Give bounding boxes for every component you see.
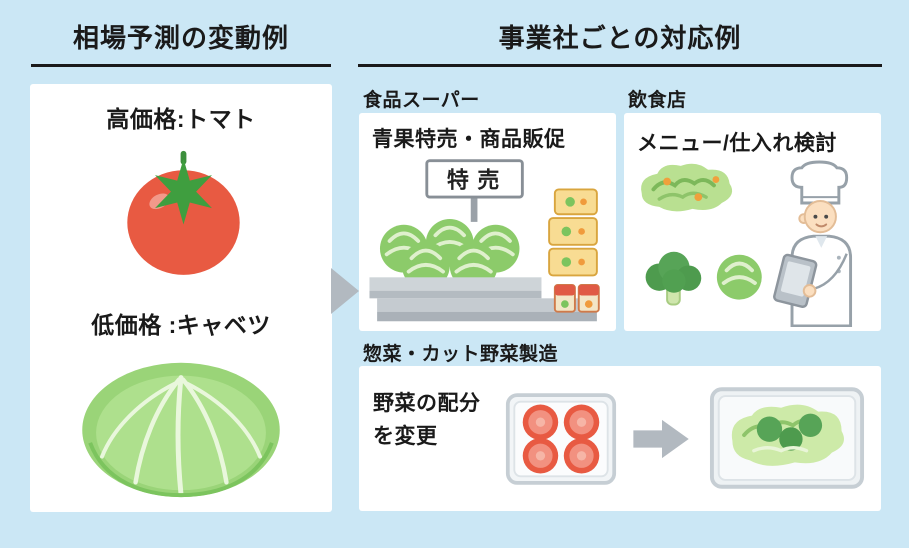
change-arrow-icon — [633, 419, 689, 459]
broccoli-icon — [645, 251, 702, 306]
chef-face — [803, 200, 837, 234]
responses-section-title: 事業社ごとの対応例 — [498, 23, 742, 53]
sale-sign-text: 特売 — [447, 167, 508, 192]
cabbage-leaf-edge-right — [180, 442, 274, 498]
restaurant-caption: メニュー/仕入れ検討 — [637, 132, 837, 155]
product-packs — [553, 284, 600, 313]
forecast-title-underline — [31, 64, 331, 67]
cabbage-veins — [100, 375, 262, 497]
salad-icon — [641, 163, 733, 212]
display-stand — [369, 277, 597, 322]
forecast-panel: 高価格:トマト 低価格 :キャベツ — [30, 84, 332, 512]
broccoli-floret — [779, 427, 803, 451]
restaurant-label: 飲食店 — [628, 90, 687, 111]
low-price-label: 低価格 :キャベツ — [91, 312, 271, 338]
restaurant-card: メニュー/仕入れ検討 — [624, 113, 881, 331]
deli-card: 野菜の配分 を変更 — [359, 366, 881, 511]
cabbage-illustration — [82, 362, 280, 498]
chef-arm — [813, 253, 848, 291]
sale-sign: 特売 — [425, 159, 524, 222]
cabbage-icon — [716, 254, 762, 300]
broccoli-floret — [756, 416, 783, 442]
broccoli-floret — [798, 413, 823, 438]
high-price-label: 高価格:トマト — [106, 106, 256, 132]
tomato-illustration — [127, 150, 240, 275]
salad-pack-dots — [561, 197, 587, 267]
chef-figure — [773, 160, 853, 327]
restaurant-illustration — [641, 160, 853, 327]
tomato-calyx — [155, 158, 212, 225]
salad-packs — [548, 188, 598, 277]
deli-caption: 野菜の配分 を変更 — [373, 392, 481, 448]
flow-arrow-icon — [331, 268, 359, 314]
veggie-tray-illustration — [709, 387, 865, 489]
tomato-tray-illustration — [505, 393, 617, 485]
cabbage-leaf-edge-left — [88, 442, 182, 498]
supermarket-illustration: 特売 — [369, 159, 600, 322]
supermarket-card: 青果特売・商品販促 特売 — [359, 113, 616, 331]
chef-hat — [790, 160, 849, 205]
supermarket-label: 食品スーパー — [363, 90, 480, 111]
forecast-section-title: 相場予測の変動例 — [72, 23, 289, 53]
tomato-stem — [180, 150, 187, 165]
responses-title-underline — [358, 64, 882, 67]
chef-hand — [802, 283, 817, 298]
deli-label: 惣菜・カット野菜製造 — [363, 344, 559, 365]
supermarket-caption: 青果特売・商品販促 — [372, 128, 566, 151]
